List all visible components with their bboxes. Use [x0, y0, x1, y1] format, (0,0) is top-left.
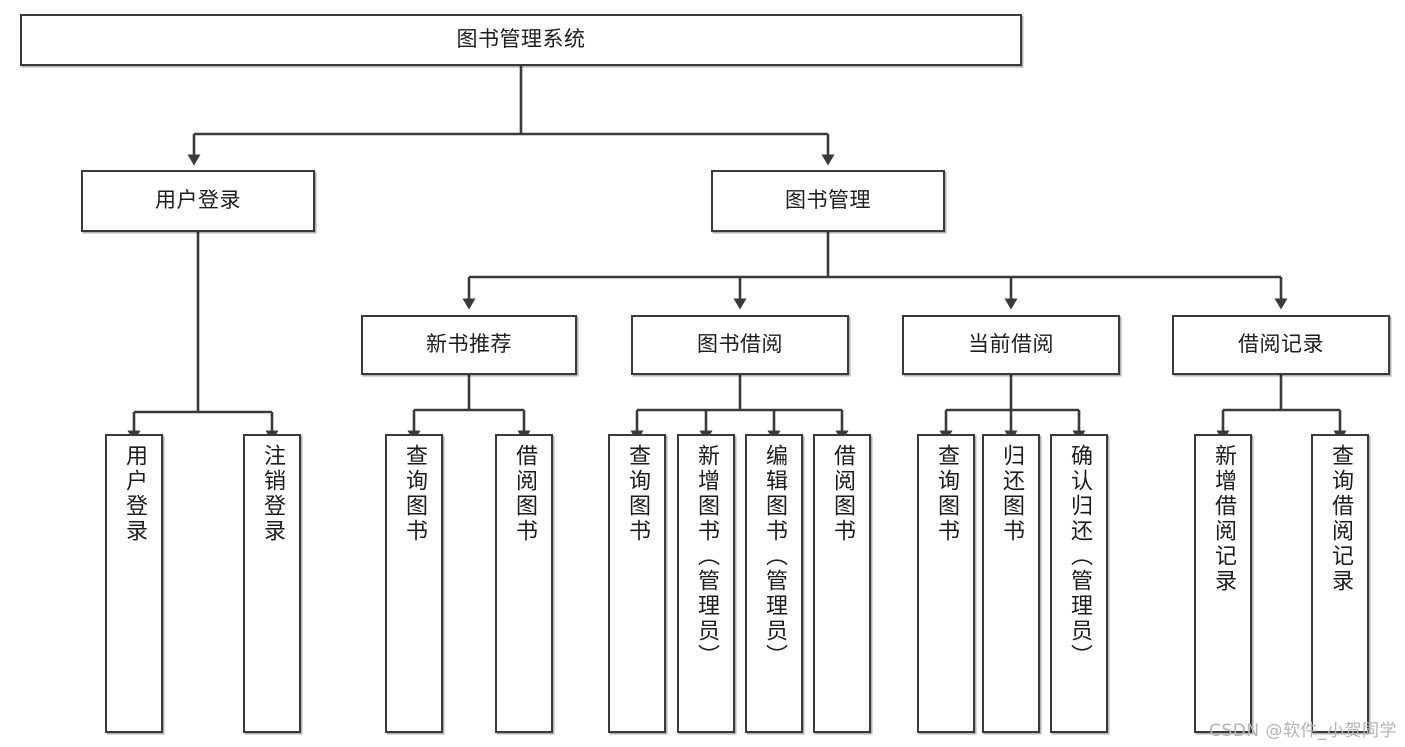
node-book-manage[interactable]: 图书管理	[711, 170, 945, 232]
node-leaf-user-logout-label: 注销登录	[260, 444, 285, 544]
node-leaf-confirm-return[interactable]: 确认归还（管理员）	[1050, 434, 1108, 733]
node-leaf-return-book[interactable]: 归还图书	[982, 434, 1040, 733]
node-leaf-add-book-label: 新增图书（管理员）	[694, 444, 719, 669]
node-new-book-rec-label: 新书推荐	[426, 332, 512, 357]
node-leaf-borrow-book-1[interactable]: 借阅图书	[495, 434, 553, 733]
node-user-login[interactable]: 用户登录	[81, 170, 315, 232]
node-borrow-record[interactable]: 借阅记录	[1172, 315, 1390, 375]
node-leaf-query-record[interactable]: 查询借阅记录	[1311, 434, 1369, 733]
node-leaf-add-book[interactable]: 新增图书（管理员）	[677, 434, 735, 733]
node-leaf-borrow-book-1-label: 借阅图书	[512, 444, 537, 544]
node-new-book-rec[interactable]: 新书推荐	[361, 315, 577, 375]
node-root-label: 图书管理系统	[456, 27, 586, 52]
node-leaf-add-record[interactable]: 新增借阅记录	[1194, 434, 1252, 733]
node-root[interactable]: 图书管理系统	[20, 14, 1022, 66]
node-book-manage-label: 图书管理	[785, 188, 871, 213]
node-leaf-query-book-1-label: 查询图书	[402, 444, 427, 544]
node-leaf-edit-book[interactable]: 编辑图书（管理员）	[745, 434, 803, 733]
node-leaf-user-logout[interactable]: 注销登录	[243, 434, 301, 733]
node-book-borrow-label: 图书借阅	[697, 332, 783, 357]
node-leaf-return-book-label: 归还图书	[999, 444, 1024, 544]
node-current-borrow-label: 当前借阅	[968, 332, 1054, 357]
node-leaf-user-login[interactable]: 用户登录	[105, 434, 163, 733]
node-leaf-borrow-book-2-label: 借阅图书	[830, 444, 855, 544]
node-leaf-add-record-label: 新增借阅记录	[1211, 444, 1236, 594]
node-leaf-borrow-book-2[interactable]: 借阅图书	[813, 434, 871, 733]
node-leaf-query-book-1[interactable]: 查询图书	[385, 434, 443, 733]
node-borrow-record-label: 借阅记录	[1238, 332, 1324, 357]
node-leaf-user-login-label: 用户登录	[122, 444, 147, 544]
node-book-borrow[interactable]: 图书借阅	[631, 315, 849, 375]
node-leaf-edit-book-label: 编辑图书（管理员）	[762, 444, 787, 669]
node-user-login-label: 用户登录	[155, 188, 241, 213]
node-current-borrow[interactable]: 当前借阅	[902, 315, 1120, 375]
node-leaf-query-book-3[interactable]: 查询图书	[917, 434, 975, 733]
node-leaf-query-record-label: 查询借阅记录	[1328, 444, 1353, 594]
csdn-watermark: CSDN @软件_小贺同学	[1209, 721, 1397, 741]
node-leaf-query-book-2-label: 查询图书	[625, 444, 650, 544]
node-leaf-confirm-return-label: 确认归还（管理员）	[1067, 444, 1092, 669]
node-leaf-query-book-2[interactable]: 查询图书	[608, 434, 666, 733]
node-leaf-query-book-3-label: 查询图书	[934, 444, 959, 544]
